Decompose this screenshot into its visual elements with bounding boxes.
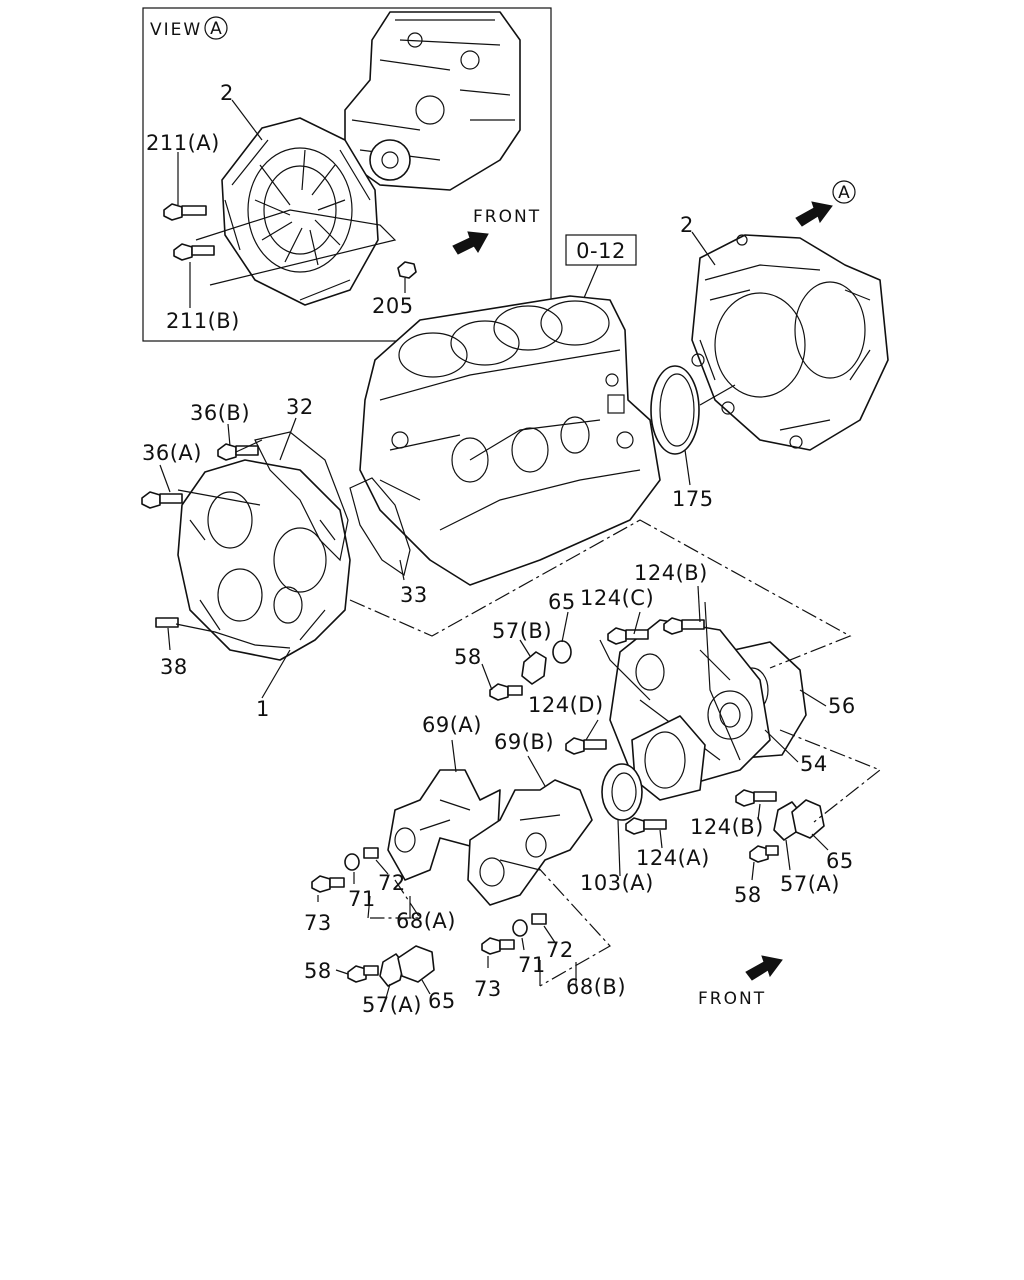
bolt-58-low xyxy=(347,965,379,983)
callout-2-inset: 2 xyxy=(220,81,234,105)
callout-32: 32 xyxy=(286,395,314,419)
callout-69a: 69(A) xyxy=(422,713,482,737)
view-marker-letter: A xyxy=(838,183,850,203)
inset-engine-block xyxy=(344,11,521,191)
gasket-65-low xyxy=(397,945,435,983)
plate-57b xyxy=(521,651,547,685)
reference-box-text: 0-12 xyxy=(576,239,626,263)
callout-69b: 69(B) xyxy=(494,730,554,754)
callout-71-left: 71 xyxy=(348,887,376,911)
inset-title: VIEW xyxy=(150,20,202,40)
gasket-65-top xyxy=(552,640,572,664)
front-arrow-bottom-icon xyxy=(745,955,783,981)
gasket-32 xyxy=(254,431,349,562)
bolt-73-left xyxy=(311,875,345,893)
callout-36a: 36(A) xyxy=(142,441,202,465)
inset-ref-circle xyxy=(204,16,228,40)
callout-58-low: 58 xyxy=(304,959,332,983)
bolt-124b-top xyxy=(663,617,705,635)
bolt-124d xyxy=(565,737,607,755)
callout-72-left: 72 xyxy=(378,871,406,895)
callout-72-mid: 72 xyxy=(546,938,574,962)
washer-71-mid xyxy=(512,919,528,937)
flywheel-housing-2 xyxy=(691,234,889,451)
crank-oil-seal-housing xyxy=(631,715,706,801)
callout-54: 54 xyxy=(800,752,828,776)
washer-71-left xyxy=(344,853,360,871)
callout-124b-top: 124(B) xyxy=(634,561,708,585)
inset-frame xyxy=(142,7,552,342)
callout-211a: 211(A) xyxy=(146,131,220,155)
inset-ref-letter: A xyxy=(210,19,222,39)
front-plate-1 xyxy=(177,459,351,661)
plate-57a-low xyxy=(379,953,405,987)
dowel-38 xyxy=(155,617,179,628)
callout-124c: 124(C) xyxy=(580,586,654,610)
bolt-124c xyxy=(607,627,649,645)
callout-56: 56 xyxy=(828,694,856,718)
bolt-36b xyxy=(217,443,259,461)
front-arrow-inset-icon xyxy=(452,231,489,255)
callout-124b-low: 124(B) xyxy=(690,815,764,839)
callout-2: 2 xyxy=(680,213,694,237)
gasket-33 xyxy=(349,477,411,576)
cylinder-block xyxy=(359,295,661,586)
view-marker-circle xyxy=(832,180,856,204)
callout-33: 33 xyxy=(400,583,428,607)
callout-68b: 68(B) xyxy=(566,975,626,999)
view-direction-arrow-icon xyxy=(795,201,833,227)
bolt-36a xyxy=(141,491,183,509)
callout-57a-right: 57(A) xyxy=(780,872,840,896)
callout-211b: 211(B) xyxy=(166,309,240,333)
bolt-124a xyxy=(625,817,667,835)
callout-71-mid: 71 xyxy=(518,953,546,977)
callout-1: 1 xyxy=(256,697,270,721)
gasket-65-right xyxy=(791,799,825,839)
callout-65-top: 65 xyxy=(548,590,576,614)
inset-nut-205 xyxy=(397,261,417,279)
callout-58-right: 58 xyxy=(734,883,762,907)
callout-57a-low: 57(A) xyxy=(362,993,422,1017)
callout-68a: 68(A) xyxy=(396,909,456,933)
callout-205: 205 xyxy=(372,294,414,318)
callout-124a: 124(A) xyxy=(636,846,710,870)
bolt-58-top xyxy=(489,683,523,701)
pin-72-mid xyxy=(531,913,547,925)
callout-124d: 124(D) xyxy=(528,693,604,717)
front-label-bottom: FRONT xyxy=(698,989,766,1009)
inset-view-a: VIEW A xyxy=(142,7,552,342)
inset-bolt-211a xyxy=(163,203,207,221)
callout-65-right: 65 xyxy=(826,849,854,873)
callout-57b: 57(B) xyxy=(492,619,552,643)
callout-36b: 36(B) xyxy=(190,401,250,425)
bolt-124b-low xyxy=(735,789,777,807)
callout-73-left: 73 xyxy=(304,911,332,935)
balancer-69b xyxy=(467,779,593,906)
callout-103a: 103(A) xyxy=(580,871,654,895)
oil-seal-175 xyxy=(650,365,736,486)
inset-bolt-211b xyxy=(173,243,215,261)
front-label-inset: FRONT xyxy=(473,207,541,227)
callout-175: 175 xyxy=(672,487,714,511)
callout-73-mid: 73 xyxy=(474,977,502,1001)
bolt-58-right xyxy=(749,845,779,863)
callout-65-low: 65 xyxy=(428,989,456,1013)
oil-seal-103a xyxy=(601,763,643,821)
callout-38: 38 xyxy=(160,655,188,679)
bolt-73-mid xyxy=(481,937,515,955)
pin-72-left xyxy=(363,847,379,859)
view-a-marker: A xyxy=(795,180,856,227)
callout-58-top: 58 xyxy=(454,645,482,669)
